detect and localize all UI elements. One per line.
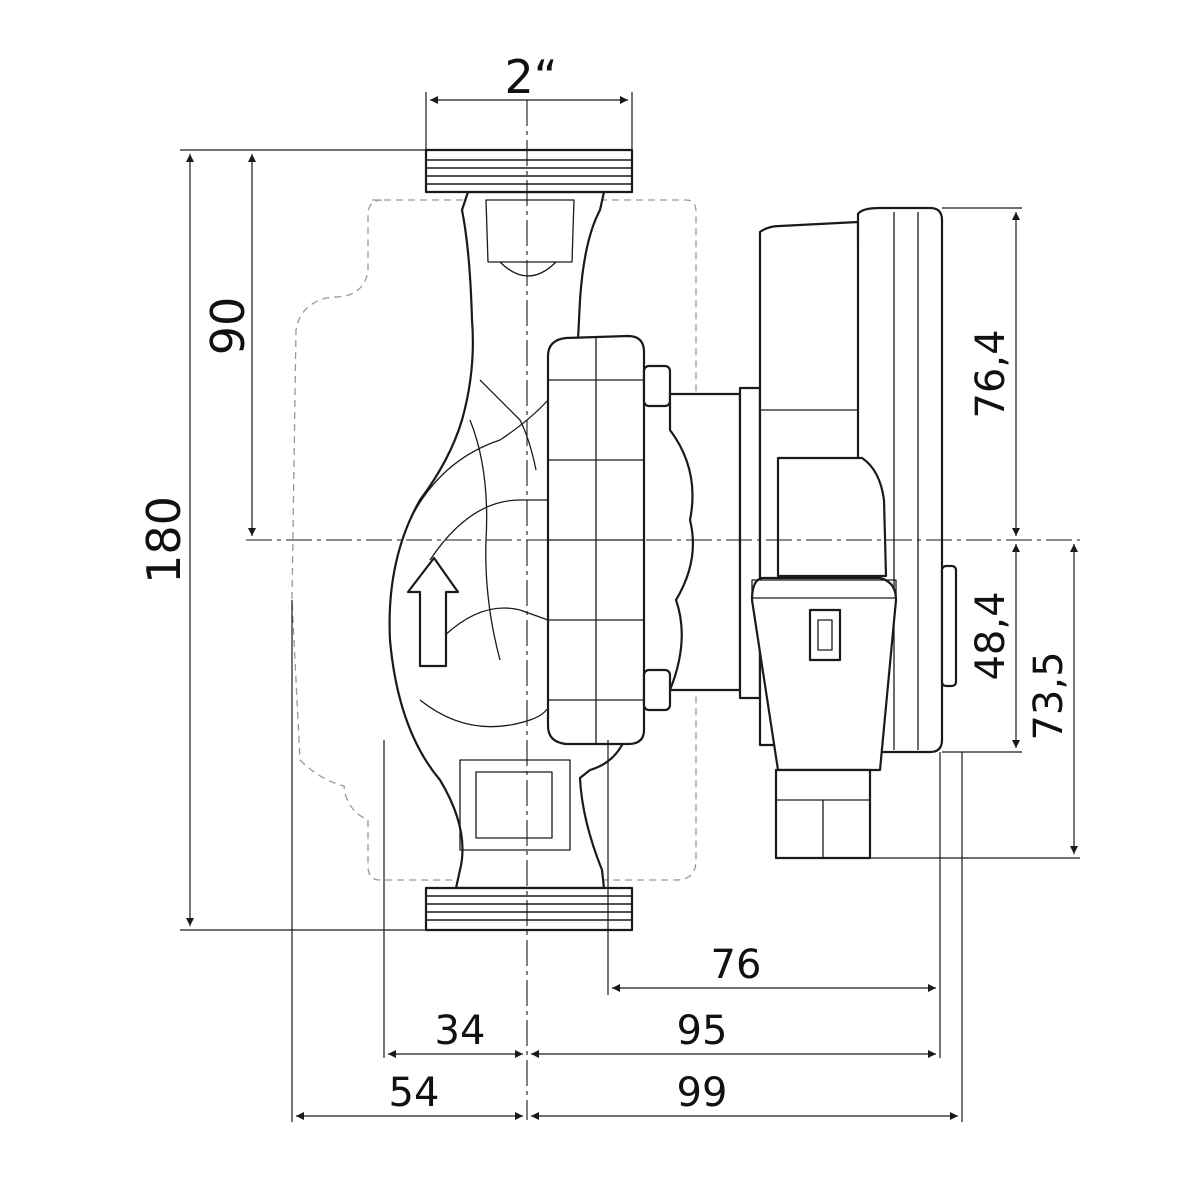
dim-label-48-4: 48,4 (968, 591, 1014, 680)
dim-label-76: 76 (711, 942, 762, 988)
dim-label-95: 95 (677, 1008, 728, 1054)
dimension-lines (186, 96, 1078, 1120)
flow-direction-arrow-icon (406, 556, 460, 668)
dim-label-54: 54 (389, 1070, 440, 1116)
dim-label-90: 90 (201, 297, 255, 356)
upper-threaded-connection (424, 148, 634, 194)
dim-label-73-5: 73,5 (1026, 651, 1072, 740)
terminal-box (750, 576, 898, 860)
dim-label-thread: 2“ (504, 50, 557, 104)
insulation-shell-outline (291, 199, 697, 881)
motor-flange (546, 334, 672, 746)
dim-label-180: 180 (137, 496, 191, 584)
dim-label-76-4: 76,4 (968, 329, 1014, 418)
dim-label-99: 99 (677, 1070, 728, 1116)
stator-neck (668, 392, 742, 692)
lower-threaded-connection (424, 886, 634, 932)
dim-label-34: 34 (435, 1008, 486, 1054)
extension-lines (180, 92, 1080, 1122)
